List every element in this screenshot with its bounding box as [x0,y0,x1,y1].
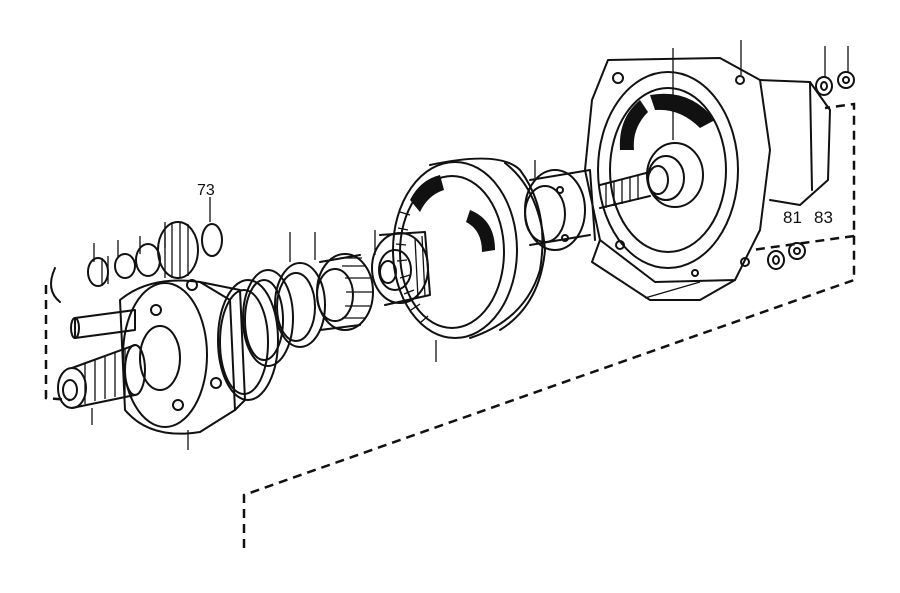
leader-lines [91,40,849,450]
label-73: 73 [197,182,215,199]
splined-shaft [57,344,146,409]
gear-housing [584,57,831,301]
housing-shaft [599,142,704,209]
washer-nut-bottom [767,242,806,270]
retaining-clip [50,267,61,303]
flange [119,279,246,435]
ball-bearing [524,169,596,251]
pin [70,309,136,339]
label-81: 81 [783,208,802,227]
label-83: 83 [814,208,833,227]
washer-nut-top [815,71,855,96]
planet-carrier [371,231,431,306]
roller-bearing [316,253,374,331]
small-gear-cluster [87,221,223,287]
boundary-dashes [44,102,856,548]
